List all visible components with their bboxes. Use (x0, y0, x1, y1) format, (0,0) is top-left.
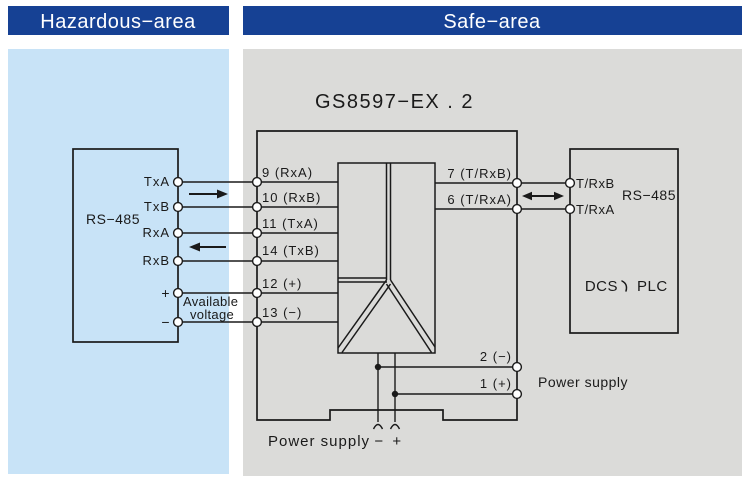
terminal-1 (511, 388, 523, 400)
isolator-terminal-labels: 9 (RxA) 10 (RxB) 11 (TxA) 14 (TxB) 12 (+… (262, 165, 512, 391)
field-terminal-txa: TxA (144, 174, 170, 189)
terminal-13 (251, 316, 263, 328)
terminal-12 (251, 287, 263, 299)
terminal-11 (251, 227, 263, 239)
field-terminal-rxa: RxA (142, 225, 170, 240)
terminal-6 (511, 203, 523, 215)
power-supply-right-label: Power supply (538, 374, 628, 390)
power-supply-bottom-label: Power supply (268, 433, 370, 450)
terminal-field-plus (172, 287, 184, 299)
field-terminal-minus: − (161, 314, 170, 330)
terminal-circles (172, 176, 576, 400)
junction-dot (391, 390, 399, 398)
field-device-label: RS−485 (86, 211, 140, 227)
dcs-plc-outline (569, 148, 679, 334)
dcs-name-part2: PLC (637, 278, 668, 295)
safe-zone-band (243, 49, 742, 476)
available-voltage-note: Available voltage (183, 294, 238, 322)
transmit-direction-arrow-icon (189, 189, 228, 199)
hazardous-area-header: Hazardous−area (8, 6, 229, 35)
terminal-dcs-trxa (564, 203, 576, 215)
isolator-title: GS8597−EX . 2 (315, 91, 474, 113)
isolator-body-outline (256, 130, 518, 421)
power-plus-sign: + (392, 433, 401, 450)
power-wires (372, 353, 517, 430)
terminal-7 (511, 177, 523, 189)
receive-direction-arrow-icon (189, 242, 226, 252)
terminal-14 (251, 255, 263, 267)
field-device-box: RS−485 TxA TxB RxA RxB + − (72, 148, 179, 343)
terminal-2 (511, 361, 523, 373)
bidirectional-arrow-icon (522, 191, 564, 201)
isolator-internal-wires (257, 181, 570, 323)
terminal-label-6: 6 (T/RxA) (447, 192, 512, 207)
terminal-label-9: 9 (RxA) (262, 165, 313, 180)
terminal-label-12: 12 (+) (262, 276, 302, 291)
dcs-terminal-trxb: T/RxB (576, 176, 615, 191)
power-plus-lead-icon (389, 423, 401, 430)
hazardous-header-label: Hazardous−area (40, 11, 196, 33)
field-terminal-txb: TxB (144, 199, 170, 214)
terminal-label-1: 1 (+) (480, 376, 512, 391)
terminal-label-2: 2 (−) (480, 349, 512, 364)
hazardous-side-wires (178, 181, 257, 323)
field-terminal-rxb: RxB (142, 253, 170, 268)
voltage-note-line1: Available (183, 294, 238, 309)
dcs-name-part1: DCS (585, 278, 618, 295)
hazardous-header-bar (8, 6, 229, 35)
terminal-dcs-trxb (564, 177, 576, 189)
terminal-field-rxb (172, 255, 184, 267)
terminal-field-txa (172, 176, 184, 188)
terminal-label-7: 7 (T/RxB) (447, 166, 512, 181)
terminal-field-minus (172, 316, 184, 328)
safe-header-label: Safe−area (443, 11, 541, 33)
isolation-amplifier-symbol (337, 162, 436, 354)
terminal-label-10: 10 (RxB) (262, 190, 321, 205)
dcs-plc-box: T/RxB T/RxA RS−485 DCS PLC (569, 148, 679, 334)
field-terminal-plus: + (161, 285, 170, 301)
field-device-outline (72, 148, 179, 343)
terminal-label-11: 11 (TxA) (262, 216, 319, 231)
dcs-terminal-trxa: T/RxA (576, 202, 615, 217)
dcs-rs485-label: RS−485 (622, 187, 676, 203)
power-minus-sign: − (374, 433, 383, 450)
terminal-field-txb (172, 201, 184, 213)
junction-dot (374, 363, 382, 371)
terminal-9 (251, 176, 263, 188)
power-minus-lead-icon (372, 423, 384, 430)
terminal-label-13: 13 (−) (262, 305, 302, 320)
safe-area-header: Safe−area (243, 6, 742, 35)
terminal-field-rxa (172, 227, 184, 239)
terminal-label-14: 14 (TxB) (262, 243, 320, 258)
ideographic-comma-icon (621, 280, 628, 292)
voltage-note-line2: voltage (190, 307, 234, 322)
safe-header-bar (243, 6, 742, 35)
terminal-10 (251, 201, 263, 213)
